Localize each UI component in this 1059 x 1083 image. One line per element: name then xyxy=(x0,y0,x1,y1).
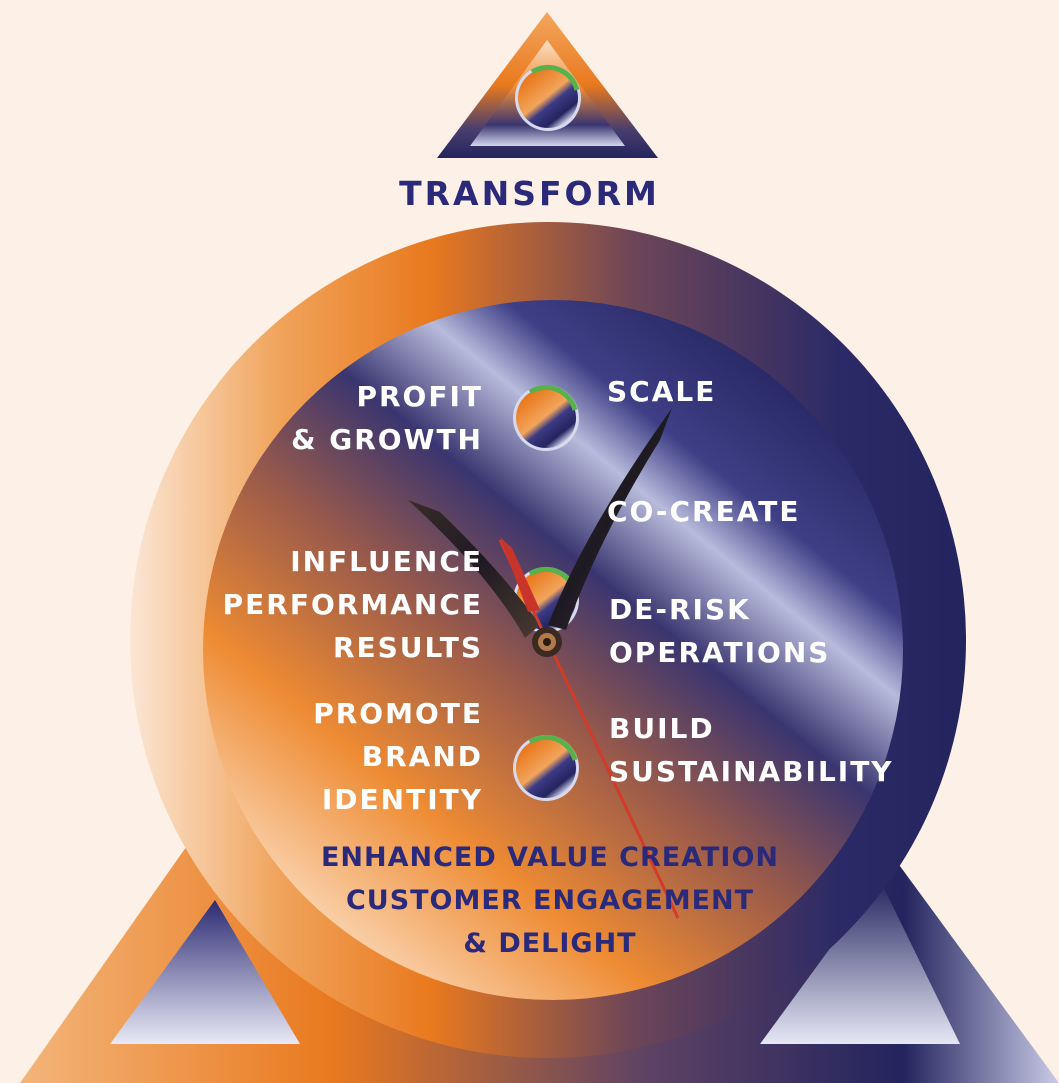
label-line: INFLUENCE xyxy=(290,545,483,578)
page-title: TRANSFORM xyxy=(399,174,660,213)
label-line: OPERATIONS xyxy=(609,636,831,669)
clock-hands xyxy=(408,408,680,919)
label-line: PERFORMANCE xyxy=(222,588,483,621)
bottom-line: & DELIGHT xyxy=(463,928,637,959)
label-line: IDENTITY xyxy=(321,783,483,816)
orb-icon xyxy=(513,384,579,451)
bottom-line: CUSTOMER ENGAGEMENT xyxy=(345,885,755,916)
bottom-line: ENHANCED VALUE CREATION xyxy=(320,842,780,873)
label-line: PROMOTE xyxy=(313,697,483,730)
label-scale: SCALE xyxy=(607,370,716,413)
label-profit-growth: PROFIT & GROWTH xyxy=(291,375,483,461)
orb-icon xyxy=(515,64,581,131)
label-de-risk-operations: DE-RISK OPERATIONS xyxy=(609,588,830,674)
label-line: RESULTS xyxy=(332,631,483,664)
bottom-statement: ENHANCED VALUE CREATION CUSTOMER ENGAGEM… xyxy=(250,836,850,965)
label-line: PROFIT xyxy=(356,380,483,413)
label-line: & GROWTH xyxy=(291,423,483,456)
label-co-create: CO-CREATE xyxy=(607,490,800,533)
label-influence-performance: INFLUENCE PERFORMANCE RESULTS xyxy=(223,540,483,669)
orb-icon xyxy=(513,734,579,801)
label-line: BRAND xyxy=(361,740,483,773)
label-line: BUILD xyxy=(609,712,715,745)
label-build-sustainability: BUILD SUSTAINABILITY xyxy=(609,707,894,793)
label-line: SUSTAINABILITY xyxy=(609,755,894,788)
label-promote-brand: PROMOTE BRAND IDENTITY xyxy=(313,692,483,821)
label-line: DE-RISK xyxy=(609,593,751,626)
label-line: CO-CREATE xyxy=(607,495,801,528)
label-line: SCALE xyxy=(607,375,717,408)
